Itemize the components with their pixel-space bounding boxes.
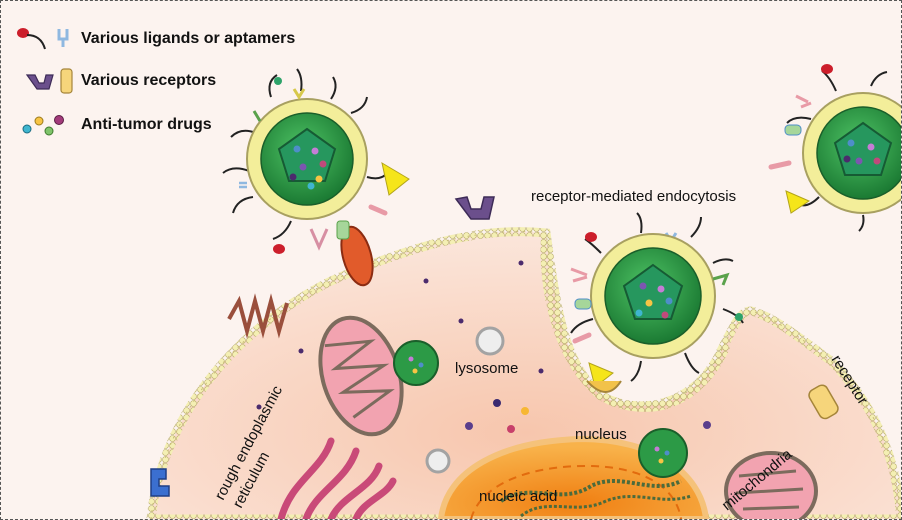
- lysosome-1: [475, 326, 505, 356]
- legend-drugs: Anti-tumor drugs: [15, 111, 212, 139]
- legend-drugs-text: Anti-tumor drugs: [81, 116, 212, 133]
- cytoplasm-drugs: [256, 260, 711, 433]
- nanoparticle-2: [768, 64, 901, 232]
- label-nucleus: nucleus: [575, 426, 627, 443]
- receptor-legend-icon: [25, 68, 73, 94]
- dna-strand: [499, 479, 682, 503]
- legend-ligands: Various ligands or aptamers: [15, 25, 295, 53]
- legend-ligands-text: Various ligands or aptamers: [81, 30, 296, 47]
- legend-receptors-text: Various receptors: [81, 72, 217, 89]
- drug-molecules-icon: [22, 115, 64, 136]
- label-endocytosis: receptor-mediated endocytosis: [531, 188, 736, 205]
- mitochondrion-large: [318, 315, 404, 437]
- nanoparticle-1: [222, 68, 410, 254]
- nanoparticle-3: [570, 212, 744, 393]
- ligand-icon: [17, 28, 69, 50]
- rough-er: [277, 437, 397, 519]
- receptor-cup-membrane: [454, 196, 495, 220]
- label-nucleic-acid: nucleic acid: [479, 488, 557, 505]
- receptor-blue: [150, 468, 170, 497]
- legend-receptors: Various receptors: [15, 67, 216, 95]
- nanoparticle-small-1: [393, 340, 439, 386]
- rod-receptor: [808, 384, 839, 420]
- membrane-receptor-helix: [227, 293, 289, 339]
- mitochondrion-small: [724, 451, 818, 519]
- lysosome-2: [425, 448, 451, 474]
- nanoparticle-small-2: [638, 428, 688, 478]
- label-lysosome: lysosome: [455, 360, 518, 377]
- endocytic-pit: [540, 232, 731, 412]
